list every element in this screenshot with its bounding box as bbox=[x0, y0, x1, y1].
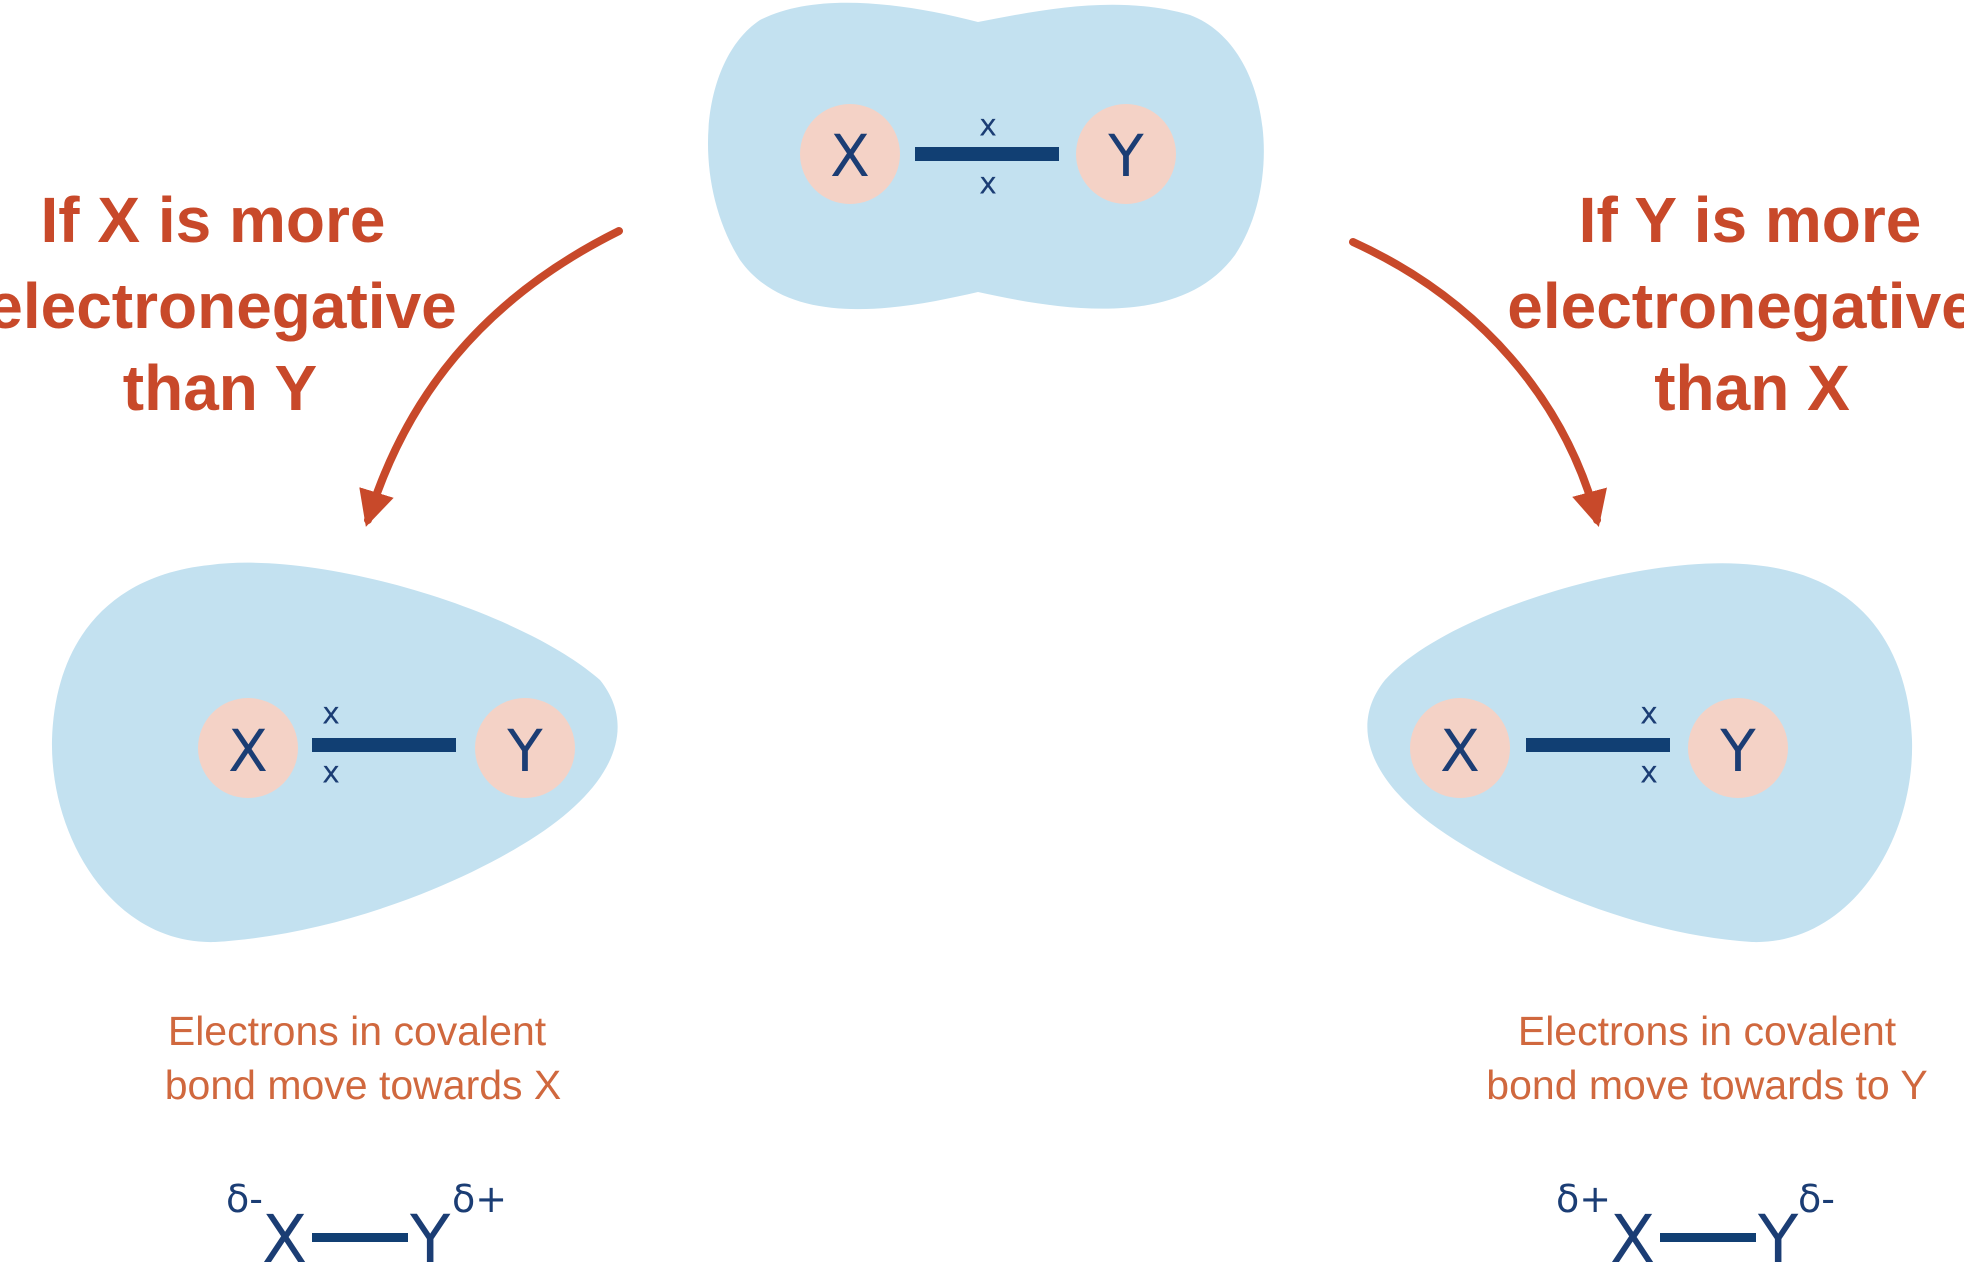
left-formula-bond bbox=[312, 1233, 408, 1242]
left-formula-charge-y: δ+ bbox=[452, 1177, 507, 1221]
left-atom-x-label: X bbox=[228, 717, 268, 785]
top-atom-y-circle bbox=[1076, 104, 1176, 204]
right-electron-cloud bbox=[1367, 563, 1913, 943]
left-formula-atom-y: Y bbox=[409, 1201, 451, 1262]
right-atom-y-label: Y bbox=[1719, 717, 1756, 785]
left-atom-y-circle bbox=[475, 698, 575, 798]
right-electron-upper: x bbox=[1640, 697, 1658, 732]
left-condition-line-3: than Y bbox=[123, 352, 317, 424]
right-formula-charge-x: δ+ bbox=[1556, 1177, 1611, 1221]
top-electron-lower: x bbox=[979, 167, 997, 202]
right-atom-x-circle bbox=[1410, 698, 1510, 798]
right-formula-charge-y: δ- bbox=[1798, 1177, 1835, 1221]
top-atom-y-label: Y bbox=[1107, 122, 1144, 190]
left-covalent-bond bbox=[312, 738, 456, 752]
top-atom-x-label: X bbox=[830, 122, 870, 190]
left-atom-y-label: Y bbox=[506, 717, 543, 785]
left-formula-charge-x: δ- bbox=[226, 1177, 263, 1221]
right-caption-line-1: Electrons in covalent bbox=[1518, 1008, 1897, 1054]
right-condition-line-2: electronegative bbox=[1507, 270, 1964, 342]
top-electron-upper: x bbox=[979, 109, 997, 144]
left-arrow bbox=[359, 227, 623, 527]
left-electron-lower: x bbox=[322, 756, 340, 791]
right-covalent-bond bbox=[1526, 738, 1670, 752]
right-electron-lower: x bbox=[1640, 756, 1658, 791]
right-formula-bond bbox=[1660, 1233, 1756, 1242]
left-caption-line-1: Electrons in covalent bbox=[168, 1008, 547, 1054]
right-polar-formula: δ+ X Y δ- bbox=[1556, 1177, 1835, 1267]
left-condition-line-2: electronegative bbox=[0, 270, 457, 342]
top-atom-x-circle bbox=[800, 104, 900, 204]
right-atom-y-circle bbox=[1688, 698, 1788, 798]
right-caption-line-2: bond move towards to Y bbox=[1486, 1062, 1927, 1108]
left-polar-formula: δ- X Y δ+ bbox=[226, 1177, 507, 1267]
left-electron-upper: x bbox=[322, 697, 340, 732]
right-branch: If Y is more electronegative than X X Y … bbox=[1349, 184, 1964, 1267]
left-atom-x-circle bbox=[198, 698, 298, 798]
left-formula-atom-x: X bbox=[262, 1201, 307, 1262]
top-molecule: X Y x x bbox=[707, 2, 1264, 310]
right-formula-atom-x: X bbox=[1610, 1201, 1655, 1262]
right-arrow bbox=[1349, 238, 1607, 527]
right-condition-line-1: If Y is more bbox=[1579, 184, 1922, 256]
right-atom-x-label: X bbox=[1440, 717, 1480, 785]
left-caption-line-2: bond move towards X bbox=[165, 1062, 562, 1108]
left-condition-line-1: If X is more bbox=[41, 184, 386, 256]
left-branch: If X is more electronegative than Y X Y … bbox=[0, 184, 623, 1267]
right-formula-atom-y: Y bbox=[1757, 1201, 1799, 1262]
right-condition-line-3: than X bbox=[1654, 352, 1850, 424]
left-electron-cloud bbox=[51, 562, 618, 943]
top-covalent-bond bbox=[915, 147, 1059, 161]
